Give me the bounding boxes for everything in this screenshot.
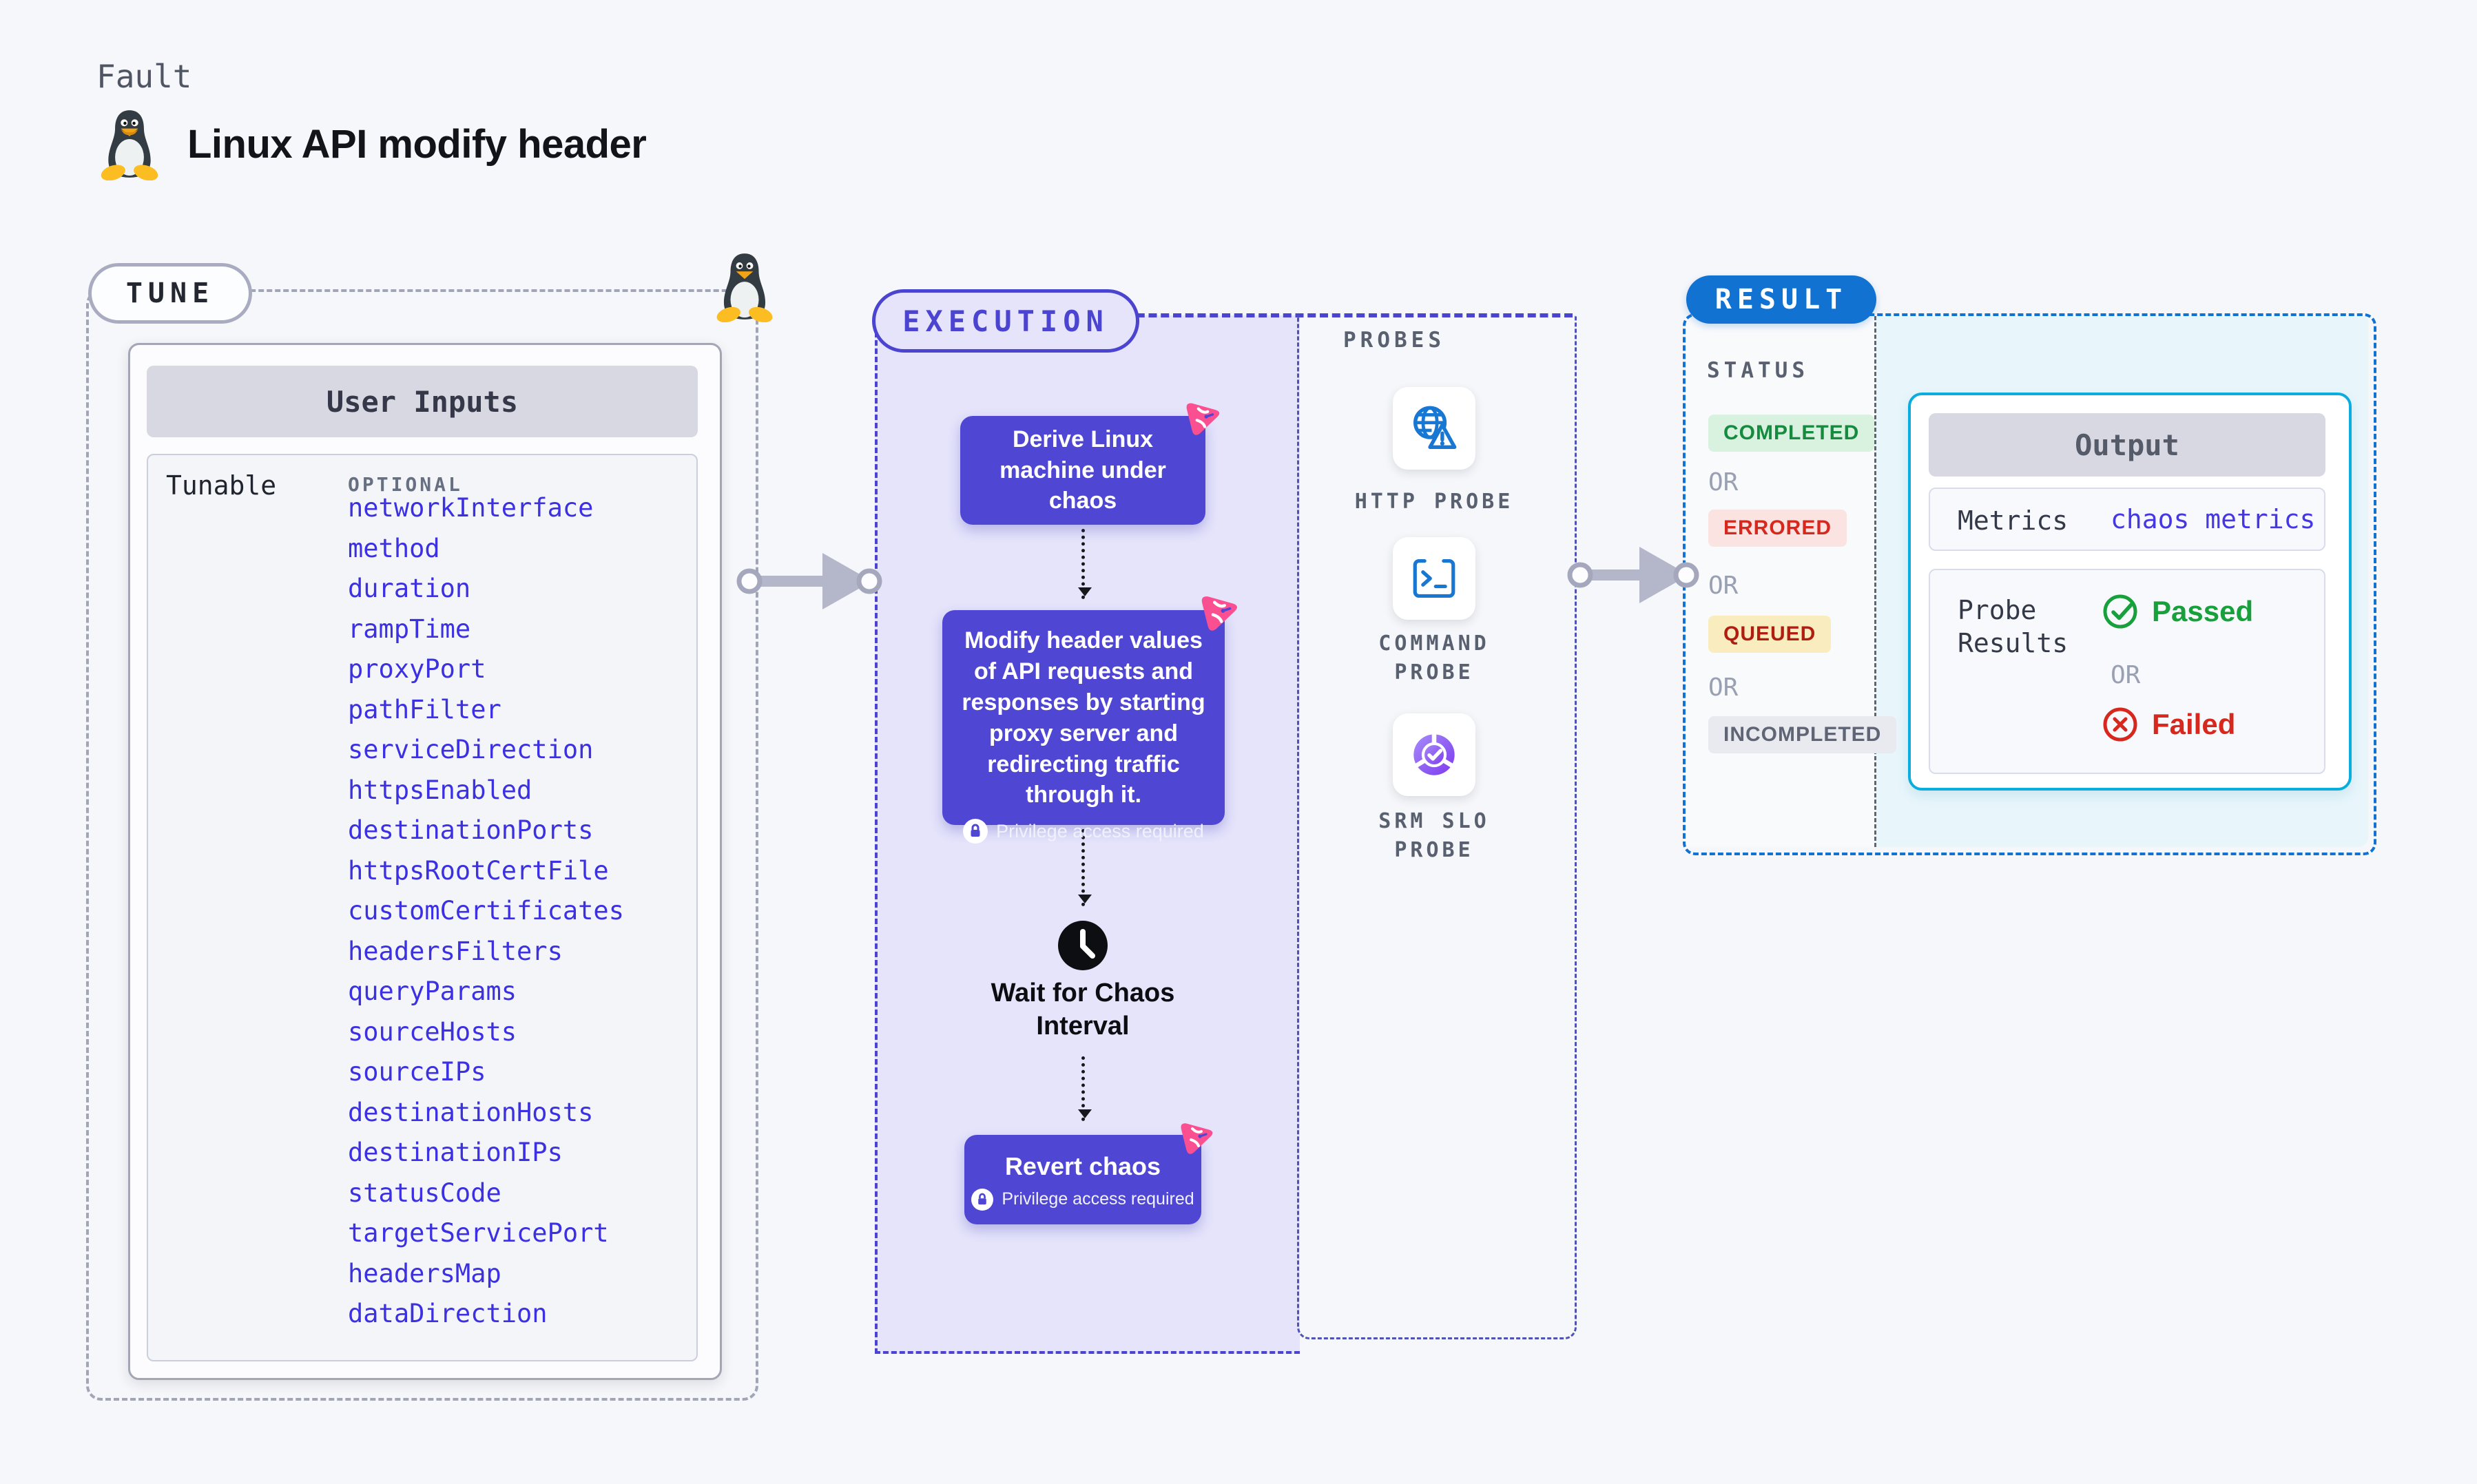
tunable-item[interactable]: customCertificates xyxy=(348,896,624,926)
output-card: Output Metrics chaos metrics Probe Resul… xyxy=(1908,393,2352,791)
tunable-row-label: Tunable xyxy=(166,470,277,501)
execution-top-border xyxy=(1124,313,1573,317)
optional-column-label: OPTIONAL xyxy=(348,473,463,496)
flow-arrow-icon xyxy=(1567,547,1699,603)
command-probe-label: COMMAND PROBE xyxy=(1378,631,1490,684)
tunable-item[interactable]: queryParams xyxy=(348,976,517,1006)
step-modify-text: Modify header values of API requests and… xyxy=(962,627,1205,808)
status-badge-completed: COMPLETED xyxy=(1708,415,1875,452)
metrics-value[interactable]: chaos metrics xyxy=(2111,504,2316,534)
privilege-note: Privilege access required xyxy=(964,1188,1201,1211)
chaos-burst-icon xyxy=(1201,596,1237,631)
tunable-item[interactable]: destinationHosts xyxy=(348,1097,594,1127)
tune-section xyxy=(86,289,758,1401)
privilege-note-text: Privilege access required xyxy=(996,820,1204,842)
step-derive-machine: Derive Linux machine under chaos xyxy=(960,403,1220,525)
tunable-item[interactable]: destinationPorts xyxy=(348,815,594,845)
privilege-note-text: Privilege access required xyxy=(1002,1189,1194,1209)
http-probe-label: HTTP PROBE xyxy=(1354,490,1514,514)
tunable-item[interactable]: proxyPort xyxy=(348,654,486,684)
or-label: OR xyxy=(2111,661,2141,689)
tunables-list: networkInterface method duration rampTime pr… xyxy=(348,488,624,1335)
tunables-panel: Tunable OPTIONAL networkInterface method d… xyxy=(147,454,698,1361)
slo-donut-check-icon xyxy=(1413,732,1455,775)
tunable-item[interactable]: httpsEnabled xyxy=(348,775,532,805)
step-derive-text: Derive Linux machine under chaos xyxy=(999,426,1166,514)
http-probe-card xyxy=(1393,387,1475,470)
chaos-burst-icon xyxy=(1181,1123,1213,1154)
tunable-item[interactable]: dataDirection xyxy=(348,1299,548,1328)
check-circle-icon xyxy=(2103,594,2137,629)
srm-slo-probe-label: SRM SLO PROBE xyxy=(1378,809,1490,862)
tux-penguin-icon xyxy=(101,110,158,180)
lock-icon xyxy=(971,1188,994,1211)
privilege-note: Privilege access required xyxy=(960,819,1207,844)
globe-warning-icon xyxy=(1413,406,1457,449)
tunable-item[interactable]: sourceHosts xyxy=(348,1016,517,1047)
tunable-item[interactable]: targetServicePort xyxy=(348,1218,609,1248)
passed-label: Passed xyxy=(2152,595,2254,627)
or-label: OR xyxy=(1708,572,1739,600)
metrics-label: Metrics xyxy=(1958,505,2069,536)
execution-pill: EXECUTION xyxy=(872,289,1139,353)
status-badge-errored: ERRORED xyxy=(1708,510,1847,547)
tunable-item[interactable]: networkInterface xyxy=(348,493,594,523)
tunable-item[interactable]: pathFilter xyxy=(348,694,501,724)
status-badge-incompleted: INCOMPLETED xyxy=(1708,716,1897,753)
probe-results-row: Probe Results Passed OR Failed xyxy=(1929,569,2325,774)
user-inputs-card: User Inputs Tunable OPTIONAL networkInte… xyxy=(128,343,722,1380)
tunable-item[interactable]: destinationIPs xyxy=(348,1138,563,1167)
result-divider xyxy=(1874,316,1876,847)
terminal-icon xyxy=(1413,558,1455,598)
step-modify-header: Modify header values of API requests and… xyxy=(942,596,1237,844)
output-header: Output xyxy=(1929,413,2325,477)
lock-icon xyxy=(963,819,988,844)
probes-label: PROBES xyxy=(1343,328,1445,353)
x-circle-icon xyxy=(2103,707,2137,742)
tunable-item[interactable]: rampTime xyxy=(348,614,471,644)
srm-slo-probe-card xyxy=(1393,713,1475,796)
clock-icon xyxy=(1058,921,1108,970)
fault-kicker: Fault xyxy=(96,58,192,95)
tunable-item[interactable]: statusCode xyxy=(348,1178,501,1208)
tunable-item[interactable]: headersMap xyxy=(348,1258,501,1288)
status-badge-queued: QUEUED xyxy=(1708,616,1832,653)
flow-connector xyxy=(1078,1056,1092,1121)
tunable-item[interactable]: httpsRootCertFile xyxy=(348,855,609,886)
tunable-item[interactable]: serviceDirection xyxy=(348,735,594,764)
result-pill: RESULT xyxy=(1686,275,1876,324)
status-label: STATUS xyxy=(1707,358,1809,383)
command-probe-card xyxy=(1393,537,1475,620)
flow-arrow-icon xyxy=(736,553,882,609)
or-label: OR xyxy=(1708,468,1739,497)
failed-label: Failed xyxy=(2152,708,2236,740)
tunable-item[interactable]: sourceIPs xyxy=(348,1057,486,1087)
user-inputs-header: User Inputs xyxy=(147,366,698,437)
chaos-burst-icon xyxy=(1186,403,1220,435)
flow-connector xyxy=(1078,529,1092,599)
step-revert-text: Revert chaos xyxy=(1004,1152,1161,1180)
metrics-row: Metrics chaos metrics xyxy=(1929,488,2325,551)
probes-section xyxy=(1297,315,1577,1339)
tunable-item[interactable]: duration xyxy=(348,574,471,603)
probe-results-label: Probe Results xyxy=(1958,595,2069,658)
flow-connector xyxy=(1078,829,1092,906)
status-panel xyxy=(1686,316,1874,847)
tunable-item[interactable]: method xyxy=(348,533,440,563)
page-title: Linux API modify header xyxy=(187,122,647,167)
or-label: OR xyxy=(1708,673,1739,702)
step-wait-label: Wait for Chaos Interval xyxy=(991,979,1175,1041)
step-revert-chaos: Revert chaos Privilege access required xyxy=(964,1123,1213,1224)
tune-pill: TUNE xyxy=(88,263,252,324)
tunable-item[interactable]: headersFilters xyxy=(348,936,563,966)
tux-penguin-icon xyxy=(716,253,773,322)
